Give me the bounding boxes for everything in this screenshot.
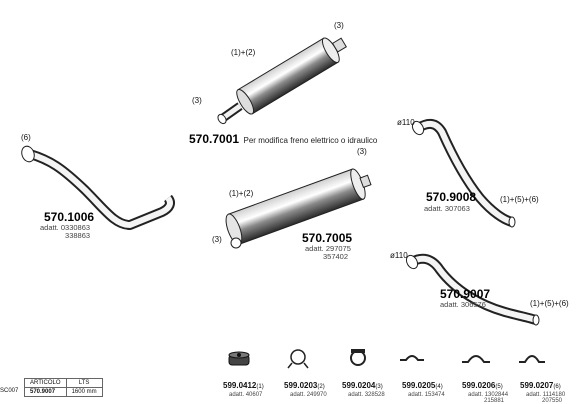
table-cell: 570.9007 bbox=[24, 387, 67, 397]
adatt-ref: 0330863 bbox=[60, 223, 91, 232]
adatt-ref: 328528 bbox=[364, 392, 385, 398]
callout-front-pipe: (6) bbox=[21, 133, 31, 142]
accessory-ref: (1) bbox=[256, 384, 264, 390]
adatt-ref: 338863 bbox=[65, 230, 91, 240]
accessory-item: 599.0203(2) adatt. 249970 bbox=[284, 376, 327, 399]
part-code: 570.7001 bbox=[189, 132, 240, 146]
pipe-570-9008 bbox=[411, 118, 516, 228]
callout-muffler-top: (3) bbox=[334, 21, 344, 30]
adatt-ref: 297075 bbox=[325, 244, 351, 253]
adatt-ref: 207550 bbox=[542, 398, 563, 404]
bracket-icon bbox=[400, 355, 424, 361]
accessory-item: 599.0204(3) adatt. 328528 bbox=[342, 376, 385, 399]
table-header-row: ARTICOLO LTS bbox=[24, 378, 103, 388]
table-header: ARTICOLO bbox=[24, 378, 67, 388]
accessory-code: 599.0412 bbox=[223, 381, 257, 390]
adatt-ref: 1114180 bbox=[542, 392, 566, 398]
pipe-570-9007 bbox=[405, 253, 540, 326]
adatt-label: adatt. bbox=[40, 223, 59, 232]
table-header: LTS bbox=[65, 378, 103, 388]
table-cell: 1600 mm bbox=[65, 387, 103, 397]
accessory-code: 599.0203 bbox=[284, 381, 318, 390]
accessory-item: 599.0412(1) adatt. 40607 bbox=[223, 376, 264, 399]
callout-tail-upper: (1)+(5)+(6) bbox=[500, 195, 539, 204]
muffler-570-7001 bbox=[217, 37, 347, 125]
part-code: 570.7005 bbox=[302, 231, 353, 245]
article-table: ARTICOLO LTS 570.9007 1600 mm bbox=[24, 378, 103, 397]
accessory-adatt: adatt. 1114180 bbox=[526, 392, 566, 398]
series-code: SC007 bbox=[0, 388, 19, 394]
adatt-ref: 215881 bbox=[484, 398, 505, 404]
part-adatt: adatt. 306576 bbox=[440, 301, 486, 309]
accessory-adatt: adatt. 153474 bbox=[408, 392, 445, 398]
adatt-ref: 40607 bbox=[245, 392, 263, 398]
accessory-ref: (5) bbox=[495, 384, 503, 390]
accessory-ref: (3) bbox=[375, 384, 383, 390]
accessory-code: 599.0205 bbox=[402, 381, 436, 390]
pipe-570-1006 bbox=[21, 145, 175, 230]
accessory-code: 599.0204 bbox=[342, 381, 376, 390]
part-570-7001-label: 570.7001 Per modifica freno elettrico o … bbox=[189, 131, 377, 147]
accessory-ref: (6) bbox=[553, 384, 561, 390]
part-code: 570.9007 bbox=[440, 287, 491, 301]
accessory-adatt: adatt. 1302844 bbox=[468, 392, 509, 398]
bracket-icon bbox=[462, 355, 490, 363]
adatt-ref: 1302844 bbox=[484, 392, 509, 398]
callout-muffler-top-pipe: (3) bbox=[192, 96, 202, 105]
part-adatt: adatt. 0330863 338863 bbox=[40, 224, 90, 239]
accessory-item: 599.0205(4) adatt. 153474 bbox=[402, 376, 445, 399]
accessory-adatt: adatt. 40607 bbox=[229, 392, 263, 398]
accessory-ref: (4) bbox=[435, 384, 443, 390]
adatt-ref: 153474 bbox=[424, 392, 445, 398]
table-row: 570.9007 1600 mm bbox=[24, 387, 103, 397]
adatt-ref: 249970 bbox=[306, 392, 327, 398]
callout-muffler-mid: (3) bbox=[357, 147, 367, 156]
accessory-ref: (2) bbox=[317, 384, 325, 390]
bracket-icon bbox=[519, 355, 545, 363]
part-code: 570.1006 bbox=[44, 210, 95, 224]
callout-muffler-mid-left: (1)+(2) bbox=[229, 189, 254, 198]
accessory-code: 599.0207 bbox=[520, 381, 554, 390]
accessory-code: 599.0206 bbox=[462, 381, 496, 390]
adatt-label: adatt. bbox=[424, 204, 443, 213]
diameter-label: ø110 bbox=[390, 251, 408, 260]
adatt-label: adatt. bbox=[440, 300, 459, 309]
adatt-ref: 357402 bbox=[323, 251, 349, 261]
callout-muffler-mid-pipe: (3) bbox=[212, 235, 222, 244]
accessory-adatt: adatt. 249970 bbox=[290, 392, 327, 398]
callout-tail-lower: (1)+(5)+(6) bbox=[530, 299, 569, 308]
band-clamp-icon bbox=[350, 349, 366, 366]
muffler-570-7005 bbox=[225, 168, 372, 249]
spring-clamp-icon bbox=[287, 349, 309, 369]
diameter-label: ø110 bbox=[397, 118, 415, 127]
part-code: 570.9008 bbox=[426, 190, 477, 204]
adatt-ref: 307063 bbox=[444, 204, 470, 213]
adatt-ref: 306576 bbox=[460, 300, 486, 309]
callout-muffler-top-left: (1)+(2) bbox=[231, 48, 256, 57]
rubber-mount-icon bbox=[228, 351, 250, 366]
part-adatt: adatt. 297075 357402 bbox=[305, 245, 351, 260]
part-adatt: adatt. 307063 bbox=[424, 205, 470, 213]
part-note: Per modifica freno elettrico o idraulico bbox=[243, 136, 378, 145]
adatt-label: adatt. bbox=[305, 244, 324, 253]
accessory-adatt: adatt. 328528 bbox=[348, 392, 385, 398]
